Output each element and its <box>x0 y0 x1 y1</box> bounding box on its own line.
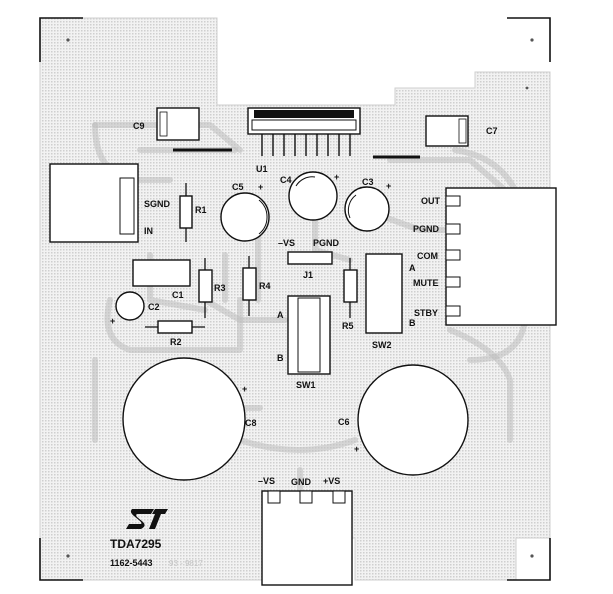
gnd-power-label: GND <box>291 477 312 487</box>
sw1-b-label: B <box>277 353 284 363</box>
com-label: COM <box>417 251 438 261</box>
plus-vs-power-label: +VS <box>323 476 340 486</box>
r4-resistor: R4 <box>242 256 271 316</box>
u1-label: U1 <box>256 164 268 174</box>
c8-label: C8 <box>245 418 257 428</box>
mounting-corner-bottom-right <box>507 538 551 581</box>
power-connector: –VS GND +VS <box>258 476 353 586</box>
r5-label: R5 <box>342 321 354 331</box>
mute-label: MUTE <box>413 278 439 288</box>
in-label: IN <box>144 226 153 236</box>
c1-capacitor: C1 <box>132 259 191 300</box>
c4-plus: + <box>334 172 339 182</box>
c5-plus: + <box>258 182 263 192</box>
input-connector: SGND IN <box>49 163 171 243</box>
minus-vs-power-label: –VS <box>258 476 275 486</box>
sw2-switch: A B SW2 <box>365 253 416 350</box>
part-number-label: 1162-5443 <box>110 558 153 568</box>
out-label: OUT <box>421 196 441 206</box>
c9-label: C9 <box>133 121 145 131</box>
r3-resistor: R3 <box>198 258 226 318</box>
c7-capacitor: C7 <box>425 115 498 147</box>
j1-jumper: –VS PGND J1 <box>278 238 340 280</box>
c2-label: C2 <box>148 302 160 312</box>
mounting-corner-top-right <box>507 17 551 62</box>
faint-code-label: 93 - 9817 <box>169 559 203 568</box>
c2-capacitor: C2 + <box>110 291 160 326</box>
sw1-a-label: A <box>277 310 284 320</box>
c2-plus: + <box>110 316 115 326</box>
c6-capacitor: C6 + <box>338 364 469 476</box>
c9-capacitor: C9 <box>133 107 200 141</box>
r4-label: R4 <box>259 281 271 291</box>
c3-plus: + <box>386 181 391 191</box>
pgnd-j1-label: PGND <box>313 238 340 248</box>
r5-resistor: R5 <box>342 258 358 331</box>
st-logo-icon <box>126 509 168 529</box>
c3-capacitor: C3 + <box>344 177 391 232</box>
c8-plus: + <box>242 384 247 394</box>
c4-capacitor: C4 + <box>280 171 339 221</box>
mounting-corner-top-left <box>39 17 83 62</box>
sgnd-label: SGND <box>144 199 171 209</box>
c7-label: C7 <box>486 126 498 136</box>
r1-resistor: R1 <box>179 183 207 242</box>
r2-label: R2 <box>170 337 182 347</box>
c3-label: C3 <box>362 177 374 187</box>
c8-capacitor: C8 + <box>122 357 257 481</box>
j1-label: J1 <box>303 270 313 280</box>
c4-label: C4 <box>280 175 292 185</box>
sw2-b-label: B <box>409 318 416 328</box>
c6-plus: + <box>354 444 359 454</box>
sw2-label: SW2 <box>372 340 392 350</box>
c5-capacitor: C5 + <box>220 182 270 242</box>
c1-label: C1 <box>172 290 184 300</box>
sw2-a-label: A <box>409 263 416 273</box>
mounting-corner-bottom-left <box>39 538 83 581</box>
pgnd-output-label: PGND <box>413 224 440 234</box>
sw1-switch: A B SW1 <box>277 295 331 390</box>
output-connector: OUT PGND COM MUTE STBY <box>413 187 557 326</box>
r1-label: R1 <box>195 205 207 215</box>
r2-resistor: R2 <box>145 320 205 347</box>
chip-name-label: TDA7295 <box>110 537 162 551</box>
c6-label: C6 <box>338 417 350 427</box>
minus-vs-j1-label: –VS <box>278 238 295 248</box>
stby-label: STBY <box>414 308 438 318</box>
sw1-label: SW1 <box>296 380 316 390</box>
u1-ic: U1 <box>247 107 361 174</box>
r3-label: R3 <box>214 283 226 293</box>
c5-label: C5 <box>232 182 244 192</box>
